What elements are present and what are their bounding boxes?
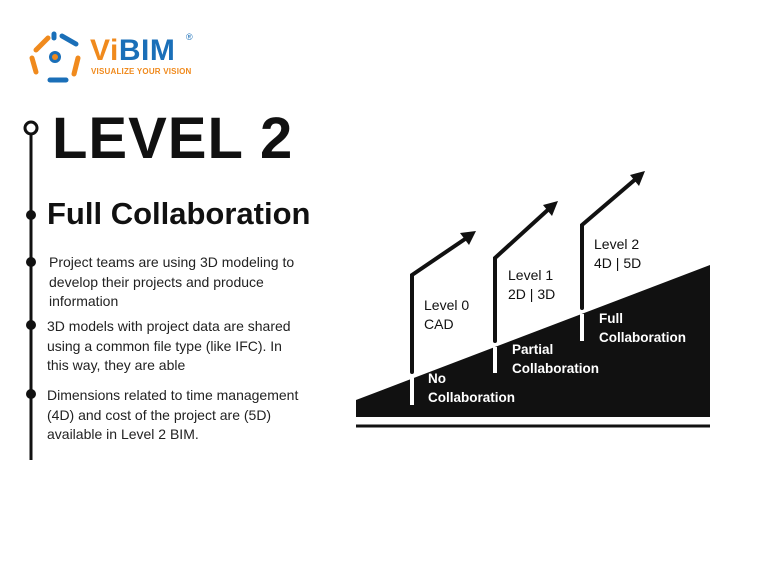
stage-2-label: Full Collaboration [599, 309, 686, 347]
page-title: LEVEL 2 [52, 106, 294, 171]
timeline [23, 120, 39, 460]
stage-2-line1: Full [599, 311, 623, 326]
timeline-dot-bullet-3 [26, 389, 36, 399]
level-1-label: Level 1 2D | 3D [508, 266, 555, 304]
timeline-dot-bullet-2 [26, 320, 36, 330]
logo-wordmark: ViBIM [90, 34, 175, 68]
stage-2-line2: Collaboration [599, 330, 686, 345]
stage-0-line2: Collaboration [428, 390, 515, 405]
level-2-desc: 4D | 5D [594, 255, 642, 271]
logo-registered-mark: ® [186, 32, 193, 42]
page-subtitle: Full Collaboration [47, 196, 311, 231]
arrowhead-level-1 [543, 201, 558, 216]
arrow-level-2 [580, 175, 640, 310]
timeline-dot-bullet-1 [26, 257, 36, 267]
timeline-start-circle [23, 120, 39, 136]
bullet-item-1: Project teams are using 3D modeling to d… [49, 254, 295, 309]
level-0-title: Level 0 [424, 297, 470, 313]
arrow-level-0 [410, 235, 470, 374]
stage-0-line1: No [428, 371, 446, 386]
level-1-desc: 2D | 3D [508, 286, 556, 302]
logo-vi: Vi [90, 34, 119, 67]
bullet-item-3: Dimensions related to time management (4… [47, 387, 299, 442]
logo-bim: BIM [118, 34, 176, 67]
stage-1-label: Partial Collaboration [512, 340, 599, 378]
level-0-desc: CAD [424, 316, 454, 332]
bim-levels-diagram [356, 171, 710, 428]
vibim-logo-icon [29, 31, 81, 83]
level-2-label: Level 2 4D | 5D [594, 235, 641, 273]
stage-0-label: No Collaboration [428, 369, 515, 407]
logo-tagline: VISUALIZE YOUR VISION [91, 67, 192, 76]
maturity-ramp [356, 265, 710, 417]
level-2-title: Level 2 [594, 236, 640, 252]
arrowhead-level-2 [630, 171, 645, 186]
level-0-label: Level 0 CAD [424, 296, 469, 334]
stage-1-line1: Partial [512, 342, 554, 357]
level-1-title: Level 1 [508, 267, 554, 283]
arrow-level-1 [493, 205, 553, 343]
bullet-item-2: 3D models with project data are shared u… [47, 318, 291, 373]
arrowhead-level-0 [460, 231, 476, 245]
timeline-dot-heading [26, 210, 36, 220]
stage-1-line2: Collaboration [512, 361, 599, 376]
